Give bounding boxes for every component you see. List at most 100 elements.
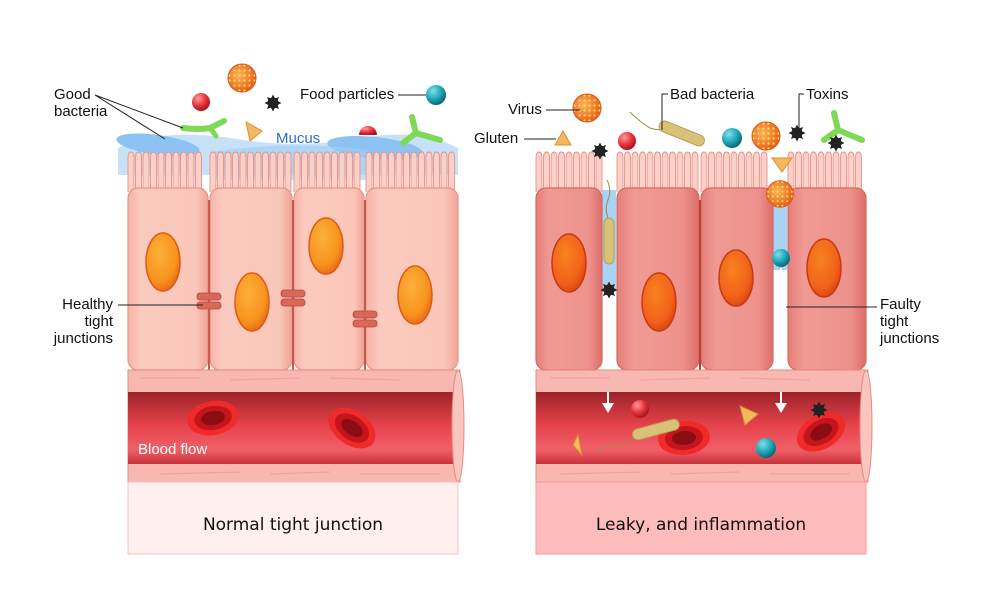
microvillus — [293, 151, 301, 193]
microvillus — [669, 151, 676, 193]
toxins-label: Toxins — [806, 86, 849, 103]
gluten-particle — [572, 433, 583, 457]
microvillus — [616, 151, 624, 193]
gluten-label: Gluten — [474, 130, 518, 147]
microvilli-left — [127, 151, 455, 193]
microvillus — [418, 151, 425, 193]
label-food-particles: Food particles — [300, 86, 426, 103]
microvillus — [150, 151, 157, 193]
microvillus — [760, 151, 768, 193]
label-gluten: Gluten — [474, 130, 556, 147]
left-panel-normal: Blood flow Normal tight junction Good ba… — [53, 63, 465, 555]
label-bad-bacteria: Bad bacteria — [661, 86, 755, 130]
food-particles-label: Food particles — [300, 86, 394, 103]
virus-label: Virus — [508, 101, 542, 118]
toxin-particle — [264, 94, 282, 112]
microvillus — [425, 151, 433, 193]
microvillus — [810, 151, 817, 193]
microvillus — [301, 151, 308, 193]
epithelial-cells-inflamed — [535, 187, 867, 371]
blood-vessel-leaky — [535, 369, 873, 483]
microvillus — [142, 151, 150, 193]
microvillus — [308, 151, 316, 193]
red-particle — [192, 93, 210, 111]
toxin-particle — [827, 134, 845, 152]
virus-particle — [572, 93, 602, 123]
right-panel-leaky: Leaky, and inflammation Virus Gluten Ba — [474, 86, 939, 555]
microvillus — [723, 151, 730, 193]
food-particle-in-gap — [772, 249, 790, 267]
microvillus — [284, 151, 292, 193]
lumen-particles-right — [554, 93, 865, 160]
virus-particle — [751, 121, 781, 151]
faulty-label-line3: junctions — [879, 330, 939, 347]
toxin-particle — [591, 142, 609, 160]
microvillus — [550, 151, 558, 193]
red-particle — [359, 126, 377, 135]
good-bacteria — [821, 110, 865, 143]
microvillus — [187, 151, 195, 193]
toxin-particle — [788, 124, 806, 142]
nucleus — [234, 272, 270, 332]
label-toxins: Toxins — [798, 86, 849, 128]
microvillus — [639, 151, 646, 193]
label-good-bacteria: Good bacteria — [54, 86, 184, 140]
food-particle — [426, 85, 446, 105]
microvillus — [558, 151, 565, 193]
good-bacteria-label-line2: bacteria — [54, 103, 108, 120]
microvillus — [433, 151, 440, 193]
microvillus — [753, 151, 760, 193]
toxin-in-gap — [600, 281, 618, 299]
microvillus — [338, 151, 346, 193]
microvillus — [195, 151, 202, 193]
microvillus — [373, 151, 380, 193]
caption-normal: Normal tight junction — [203, 515, 383, 535]
microvillus — [691, 151, 699, 193]
faulty-label-line1: Faulty — [880, 296, 921, 313]
microvillus — [802, 151, 810, 193]
gluten-particle — [739, 405, 759, 426]
microvillus — [745, 151, 753, 193]
bad-bacteria-label: Bad bacteria — [670, 86, 755, 103]
toxin-particle — [810, 401, 828, 419]
microvillus — [380, 151, 388, 193]
microvillus — [817, 151, 825, 193]
blood-vessel-normal: Blood flow — [127, 369, 465, 483]
label-faulty-tight-junctions: Faulty tight junctions — [786, 296, 939, 347]
red-particle — [631, 400, 649, 418]
red-particle — [618, 132, 636, 150]
gluten-particle — [245, 121, 263, 142]
nucleus — [551, 233, 587, 293]
microvillus — [825, 151, 832, 193]
caption-box-normal: Normal tight junction — [127, 481, 459, 555]
bad-bacteria — [632, 418, 680, 441]
microvillus — [448, 151, 455, 193]
healthy-label-line3: junctions — [53, 330, 113, 347]
microvillus — [654, 151, 661, 193]
mucus-label: Mucus — [276, 130, 320, 147]
microvillus — [180, 151, 187, 193]
microvillus — [730, 151, 738, 193]
microvillus — [588, 151, 595, 193]
microvillus — [624, 151, 631, 193]
microvillus — [316, 151, 323, 193]
nucleus — [806, 238, 842, 298]
microvillus — [262, 151, 269, 193]
microvillus — [165, 151, 172, 193]
faulty-label-line2: tight — [880, 313, 909, 330]
blood-flow-label: Blood flow — [138, 441, 207, 458]
microvillus — [700, 151, 708, 193]
good-bacteria-label-line1: Good — [54, 86, 91, 103]
nucleus — [397, 265, 433, 325]
microvillus — [331, 151, 338, 193]
microvillus — [708, 151, 715, 193]
caption-box-leaky: Leaky, and inflammation — [535, 481, 867, 555]
microvillus — [715, 151, 723, 193]
microvillus — [388, 151, 395, 193]
microvillus — [395, 151, 403, 193]
virus-particle — [227, 63, 257, 93]
microvillus — [573, 151, 580, 193]
good-bacteria — [180, 118, 227, 132]
lumen-particles-left — [180, 63, 446, 146]
